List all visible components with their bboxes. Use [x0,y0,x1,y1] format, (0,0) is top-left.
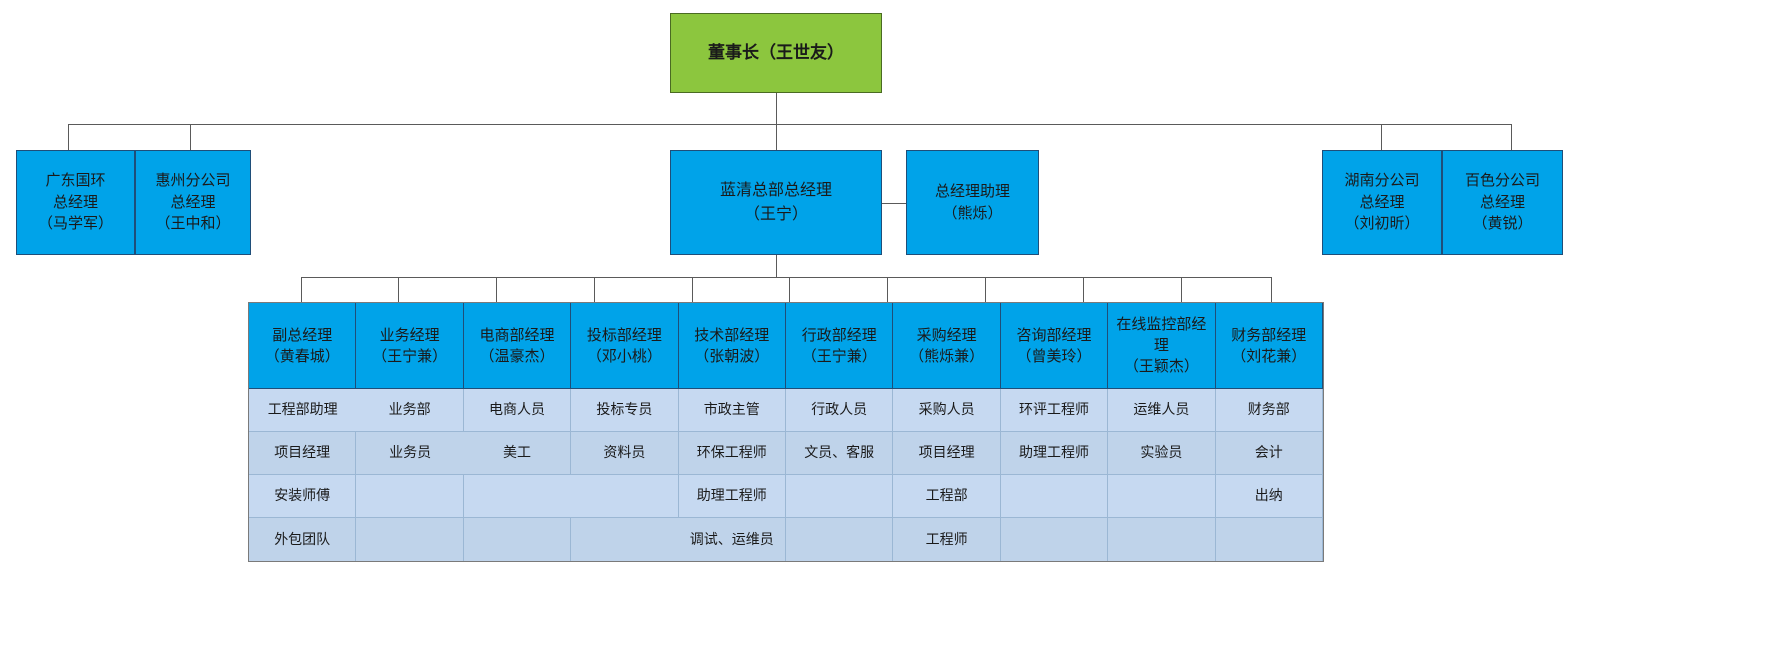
dept-cell-empty-r4-c8 [1000,518,1109,561]
dept-cell-r2-c3[interactable]: 美工 [463,432,572,475]
dept-cell-r1-c6[interactable]: 行政人员 [786,389,894,432]
dept-header-9[interactable]: 在线监控部经理 （王颖杰） [1108,303,1216,389]
connector-drop-dept-9 [1083,277,1084,302]
dept-header-8[interactable]: 咨询部经理 （曾美玲） [1000,303,1109,389]
dept-cell-r1-c1[interactable]: 工程部助理 [249,389,357,432]
dept-cell-r4-c5[interactable]: 调试、运维员 [678,518,786,561]
dept-cell-empty-r4-c3 [463,518,572,561]
dept-cell-empty-r4-c6 [786,518,894,561]
dept-header-3[interactable]: 电商部经理 （温豪杰） [463,303,572,389]
dept-cell-r3-c5[interactable]: 助理工程师 [678,475,786,518]
dept-cell-r2-c6[interactable]: 文员、客服 [786,432,894,475]
dept-header-2[interactable]: 业务经理 （王宁兼） [356,303,464,389]
connector-drop-dept-2 [398,277,399,302]
connector-drop-dept-1 [301,277,302,302]
dept-cell-r1-c8[interactable]: 环评工程师 [1000,389,1109,432]
connector-drop-huizhou [190,124,191,150]
connector-hq-stem [776,255,777,277]
connector-drop-dept-11 [1271,277,1272,302]
dept-cell-r1-c2[interactable]: 业务部 [356,389,464,432]
dept-cell-empty-r3-c6 [786,475,894,518]
dept-cell-empty-r4-c4 [571,518,679,561]
dept-cell-r2-c10[interactable]: 会计 [1215,432,1323,475]
connector-drop-baise [1511,124,1512,150]
dept-cell-empty-r4-c10 [1215,518,1323,561]
dept-cell-r2-c9[interactable]: 实验员 [1108,432,1216,475]
node-huizhou-branch[interactable]: 惠州分公司 总经理 （王中和） [135,150,251,255]
dept-header-4[interactable]: 投标部经理 （邓小桃） [571,303,679,389]
connector-drop-guangdong [68,124,69,150]
dept-cell-empty-r3-c4 [571,475,679,518]
dept-cell-r2-c7[interactable]: 项目经理 [893,432,1001,475]
dept-cell-r2-c5[interactable]: 环保工程师 [678,432,786,475]
connector-top-bus [68,124,1511,125]
connector-chairman-stem [776,93,777,124]
dept-header-5[interactable]: 技术部经理 （张朝波） [678,303,786,389]
connector-drop-dept-7 [887,277,888,302]
dept-cell-r1-c7[interactable]: 采购人员 [893,389,1001,432]
dept-cell-empty-r3-c2 [356,475,464,518]
dept-cell-r2-c2[interactable]: 业务员 [356,432,464,475]
connector-drop-dept-5 [692,277,693,302]
dept-cell-r4-c7[interactable]: 工程师 [893,518,1001,561]
node-chairman[interactable]: 董事长（王世友） [670,13,882,93]
connector-drop-dept-8 [985,277,986,302]
dept-cell-r3-c10[interactable]: 出纳 [1215,475,1323,518]
dept-header-6[interactable]: 行政部经理 （王宁兼） [786,303,894,389]
node-chairman-label: 董事长（王世友） [708,42,844,62]
node-huizhou-branch-label: 惠州分公司 总经理 （王中和） [155,171,231,233]
node-baise-branch-label: 百色分公司 总经理 （黄锐） [1464,171,1540,233]
dept-cell-r2-c1[interactable]: 项目经理 [249,432,357,475]
node-hunan-branch[interactable]: 湖南分公司 总经理 （刘初昕） [1322,150,1442,255]
dept-header-7[interactable]: 采购经理 （熊烁兼） [893,303,1001,389]
dept-cell-r1-c3[interactable]: 电商人员 [463,389,572,432]
dept-cell-r3-c7[interactable]: 工程部 [893,475,1001,518]
node-guangdong-guohuan-label: 广东国环 总经理 （马学军） [37,171,113,233]
dept-cell-r2-c8[interactable]: 助理工程师 [1000,432,1109,475]
dept-header-1[interactable]: 副总经理 （黄春城） [249,303,357,389]
connector-drop-dept-4 [594,277,595,302]
dept-cell-empty-r3-c9 [1108,475,1216,518]
dept-cell-r1-c4[interactable]: 投标专员 [571,389,679,432]
connector-drop-hunan [1381,124,1382,150]
dept-cell-r3-c1[interactable]: 安装师傅 [249,475,357,518]
node-hq-general-manager-label: 蓝清总部总经理 （王宁） [719,182,832,223]
dept-cell-empty-r3-c8 [1000,475,1109,518]
connector-drop-hq [776,124,777,150]
dept-cell-r1-c5[interactable]: 市政主管 [678,389,786,432]
connector-drop-dept-3 [496,277,497,302]
node-guangdong-guohuan[interactable]: 广东国环 总经理 （马学军） [16,150,135,255]
node-hq-general-manager[interactable]: 蓝清总部总经理 （王宁） [670,150,882,255]
connector-drop-dept-10 [1181,277,1182,302]
dept-header-10[interactable]: 财务部经理 （刘花兼） [1215,303,1323,389]
node-baise-branch[interactable]: 百色分公司 总经理 （黄锐） [1442,150,1563,255]
department-matrix: 副总经理 （黄春城）业务经理 （王宁兼）电商部经理 （温豪杰）投标部经理 （邓小… [248,302,1324,562]
connector-hq-to-assistant [882,203,906,204]
dept-cell-r1-c9[interactable]: 运维人员 [1108,389,1216,432]
connector-department-bus [301,277,1272,278]
dept-cell-r4-c1[interactable]: 外包团队 [249,518,357,561]
dept-cell-r1-c10[interactable]: 财务部 [1215,389,1323,432]
connector-drop-dept-6 [789,277,790,302]
node-hunan-branch-label: 湖南分公司 总经理 （刘初昕） [1344,171,1420,233]
dept-cell-empty-r3-c3 [463,475,572,518]
dept-cell-r2-c4[interactable]: 资料员 [571,432,679,475]
dept-cell-empty-r4-c9 [1108,518,1216,561]
node-gm-assistant[interactable]: 总经理助理 （熊烁） [906,150,1039,255]
node-gm-assistant-label: 总经理助理 （熊烁） [934,182,1010,222]
dept-cell-empty-r4-c2 [356,518,464,561]
